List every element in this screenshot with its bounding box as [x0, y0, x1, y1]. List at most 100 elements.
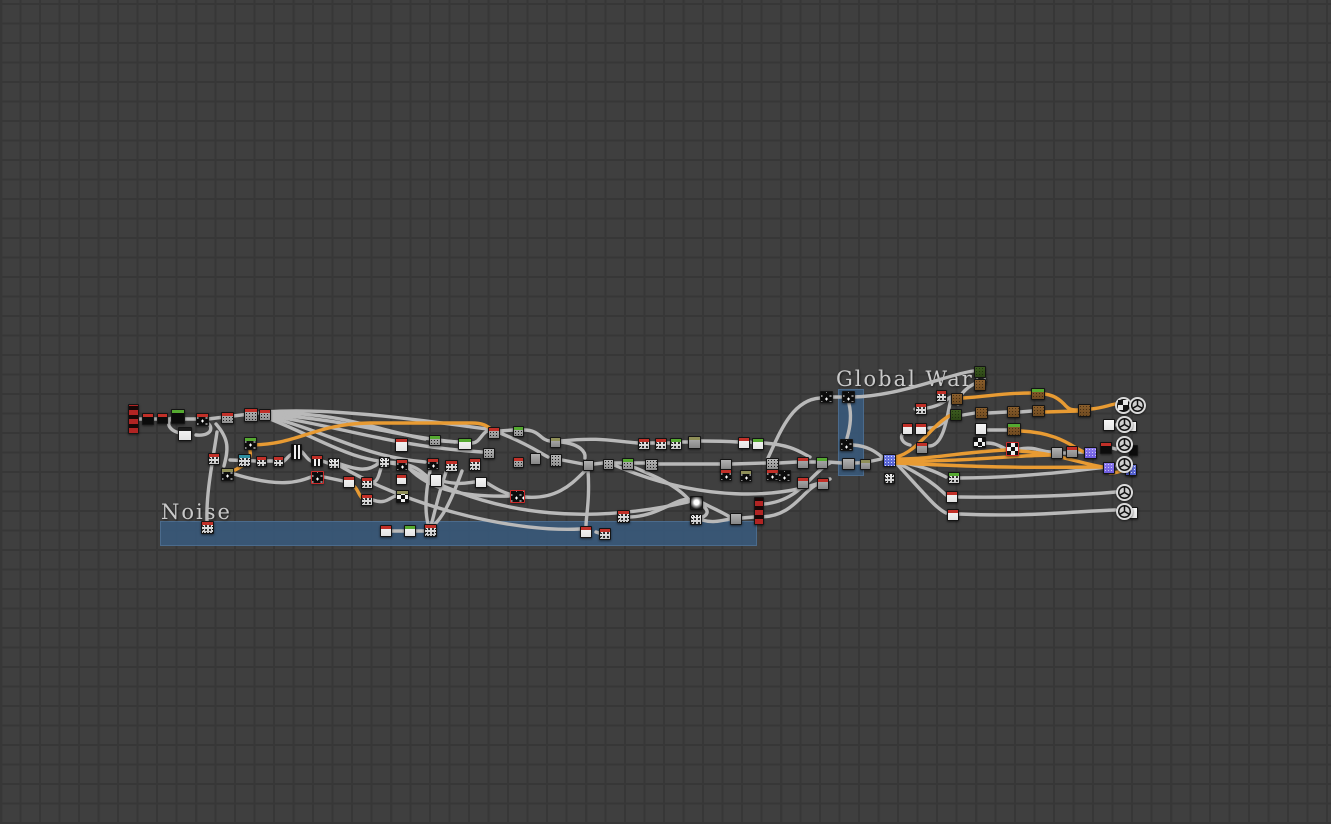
- graph-node-dot[interactable]: [311, 471, 324, 484]
- graph-node-black[interactable]: [1100, 442, 1112, 454]
- graph-node-gray[interactable]: [550, 437, 561, 448]
- graph-node-dot[interactable]: [510, 490, 525, 503]
- graph-node-white[interactable]: [738, 437, 750, 449]
- graph-node-dot[interactable]: [820, 391, 833, 403]
- graph-node-dot[interactable]: [840, 439, 853, 451]
- graph-node-gnoise[interactable]: [483, 448, 495, 459]
- graph-node-noise[interactable]: [915, 403, 927, 415]
- graph-node-checker[interactable]: [1006, 442, 1019, 456]
- graph-node-gray[interactable]: [842, 458, 855, 470]
- graph-node-dot[interactable]: [196, 413, 209, 426]
- graph-node-gnoise[interactable]: [513, 426, 524, 437]
- graph-node-noise[interactable]: [599, 528, 611, 540]
- graph-node-brown[interactable]: [1031, 388, 1045, 400]
- graph-node-white[interactable]: [178, 427, 192, 441]
- graph-node-noise[interactable]: [690, 514, 702, 525]
- graph-node-redres[interactable]: [754, 497, 764, 525]
- graph-node-gnoise[interactable]: [603, 459, 614, 470]
- graph-node-white[interactable]: [343, 476, 355, 488]
- graph-node-gnoise[interactable]: [429, 435, 441, 446]
- graph-node-white[interactable]: [1103, 419, 1115, 431]
- graph-node-dot[interactable]: [396, 459, 408, 471]
- graph-node-noise[interactable]: [469, 458, 481, 471]
- graph-node-gray[interactable]: [817, 478, 829, 490]
- graph-node-dot[interactable]: [720, 469, 732, 481]
- output-node[interactable]: [1115, 415, 1133, 433]
- graph-node-gray[interactable]: [916, 442, 928, 454]
- graph-node-noise[interactable]: [670, 438, 682, 450]
- graph-node-gray[interactable]: [688, 436, 701, 449]
- graph-node-white[interactable]: [915, 423, 927, 435]
- graph-node-black[interactable]: [171, 409, 185, 424]
- graph-node-brown[interactable]: [974, 379, 986, 391]
- graph-node-noise[interactable]: [936, 390, 947, 402]
- graph-node-dot[interactable]: [221, 468, 234, 481]
- graph-node-gnoise[interactable]: [259, 409, 271, 421]
- graph-node-gray[interactable]: [860, 459, 871, 470]
- output-node[interactable]: [1115, 435, 1133, 453]
- graph-node-gnoise[interactable]: [488, 427, 500, 439]
- graph-node-stripe[interactable]: [291, 444, 302, 460]
- graph-node-checker[interactable]: [973, 437, 986, 448]
- graph-node-dot[interactable]: [778, 470, 791, 482]
- graph-node-gnoise[interactable]: [622, 458, 634, 470]
- graph-node-gnoise[interactable]: [513, 457, 524, 468]
- graph-node-noise[interactable]: [361, 494, 373, 506]
- graph-node-checker[interactable]: [396, 490, 409, 503]
- graph-node-glow[interactable]: [690, 496, 703, 510]
- graph-node-white[interactable]: [946, 491, 958, 503]
- graph-node-gray[interactable]: [583, 460, 594, 471]
- graph-node-gnoise[interactable]: [645, 459, 658, 471]
- graph-node-brown[interactable]: [951, 393, 963, 405]
- graph-node-noise[interactable]: [256, 456, 267, 467]
- graph-node-gnoise[interactable]: [550, 454, 562, 467]
- graph-node-dgreen[interactable]: [974, 366, 986, 378]
- graph-node-violet[interactable]: [1084, 447, 1097, 459]
- graph-node-black[interactable]: [142, 413, 154, 425]
- graph-node-violet[interactable]: [1103, 462, 1115, 474]
- graph-node-dot[interactable]: [427, 458, 439, 470]
- graph-node-noise[interactable]: [948, 472, 960, 484]
- graph-node-gray[interactable]: [797, 457, 809, 469]
- graph-node-noise[interactable]: [208, 453, 220, 465]
- graph-node-brown[interactable]: [975, 407, 988, 419]
- graph-node-noise[interactable]: [328, 458, 340, 469]
- graph-node-gnoise[interactable]: [244, 408, 258, 422]
- graph-node-white[interactable]: [947, 509, 959, 521]
- graph-node-dot[interactable]: [244, 437, 257, 450]
- graph-node-noise[interactable]: [201, 521, 214, 534]
- graph-node-dot[interactable]: [842, 391, 855, 403]
- graph-node-noise[interactable]: [638, 438, 650, 450]
- graph-node-redres[interactable]: [128, 404, 139, 434]
- graph-node-blue[interactable]: [883, 454, 896, 467]
- graph-node-gray[interactable]: [1066, 446, 1078, 458]
- graph-node-gnoise[interactable]: [221, 412, 234, 424]
- graph-node-gray[interactable]: [730, 513, 742, 525]
- graph-node-brown[interactable]: [1007, 423, 1021, 436]
- graph-node-noise[interactable]: [655, 438, 667, 450]
- graph-node-brown[interactable]: [1078, 404, 1091, 417]
- graph-node-white[interactable]: [404, 525, 416, 537]
- output-node[interactable]: [1115, 483, 1133, 501]
- frame-noise[interactable]: [160, 521, 757, 546]
- graph-node-dgreen[interactable]: [950, 409, 962, 421]
- graph-node-noise[interactable]: [273, 456, 284, 467]
- graph-node-white[interactable]: [380, 525, 392, 537]
- graph-node-white[interactable]: [396, 474, 407, 485]
- graph-node-noise[interactable]: [617, 510, 630, 523]
- output-node[interactable]: [1115, 455, 1133, 473]
- graph-node-dot[interactable]: [740, 470, 752, 482]
- graph-node-brown[interactable]: [1007, 406, 1020, 418]
- graph-node-gray[interactable]: [797, 477, 809, 489]
- graph-node-black[interactable]: [157, 413, 168, 424]
- graph-node-white[interactable]: [458, 438, 472, 450]
- graph-node-white[interactable]: [475, 477, 487, 488]
- graph-node-white[interactable]: [902, 423, 913, 435]
- graph-node-white[interactable]: [975, 423, 987, 435]
- graph-node-noise[interactable]: [445, 460, 458, 472]
- graph-node-white[interactable]: [395, 438, 408, 452]
- output-node[interactable]: [1115, 502, 1133, 520]
- graph-node-white[interactable]: [580, 526, 592, 538]
- graph-node-gray[interactable]: [816, 457, 828, 469]
